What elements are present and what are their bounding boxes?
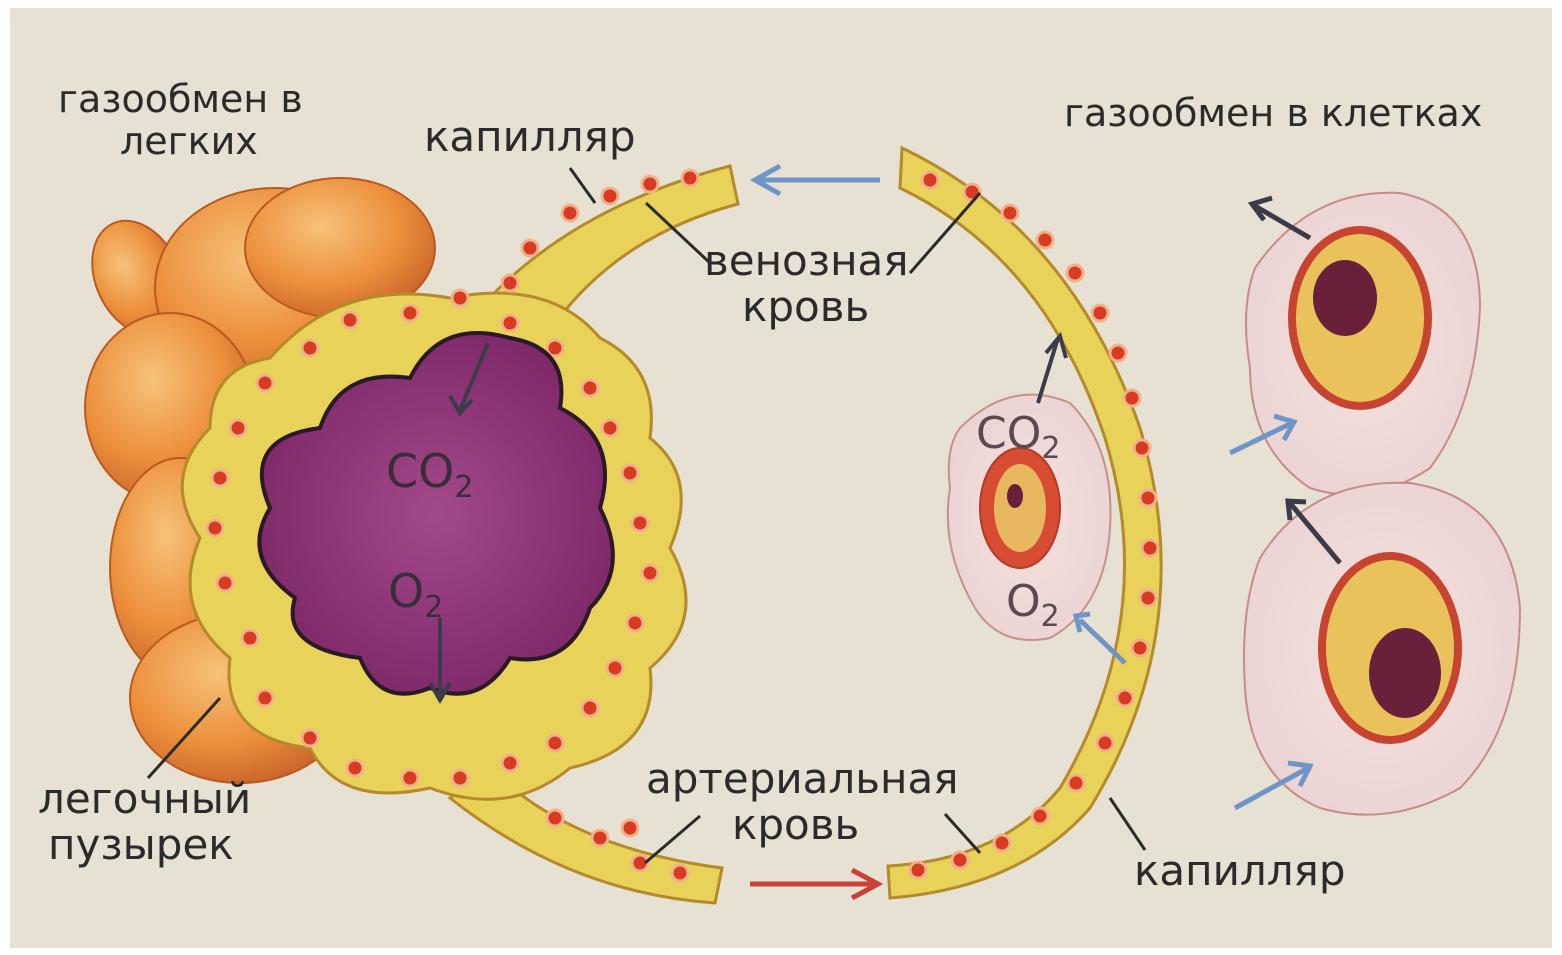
label-capillary-top: капилляр: [424, 116, 635, 158]
venous-flow-arrow: [755, 166, 880, 194]
label-cell-exchange: газообмен в клетках: [1064, 94, 1482, 132]
leader-capillary-bottom: [1110, 798, 1145, 850]
leader-arterial: [645, 816, 700, 863]
label-alveolus-2: пузырек: [48, 824, 234, 866]
label-venous-2: кровь: [742, 286, 869, 328]
co2-out-arrow-top: [1252, 198, 1310, 238]
label-lung-exchange-1: газообмен в: [58, 80, 303, 118]
leader-arterial-right: [945, 814, 980, 853]
label-arterial-1: артериальная: [646, 758, 958, 800]
large-tissue-cell-top: [1246, 193, 1480, 495]
large-tissue-cell-bottom: [1244, 483, 1520, 815]
label-venous-1: венозная: [704, 240, 909, 282]
label-alveolus-1: легочный: [38, 778, 251, 820]
arterial-flow-arrow: [750, 870, 878, 898]
label-capillary-bottom: капилляр: [1134, 850, 1345, 892]
leader-capillary-top: [570, 168, 595, 203]
gas-label-cell-co2: CO2: [976, 412, 1060, 464]
label-arterial-2: кровь: [732, 804, 859, 846]
gas-label-lung-o2: O2: [388, 568, 443, 623]
small-cell-co2-arrow: [1038, 336, 1066, 403]
gas-label-cell-o2: O2: [1006, 580, 1060, 632]
diagram-page: газообмен в легких газообмен в клетках к…: [10, 8, 1552, 948]
gas-label-lung-co2: CO2: [386, 448, 473, 503]
label-lung-exchange-2: легких: [120, 122, 258, 160]
